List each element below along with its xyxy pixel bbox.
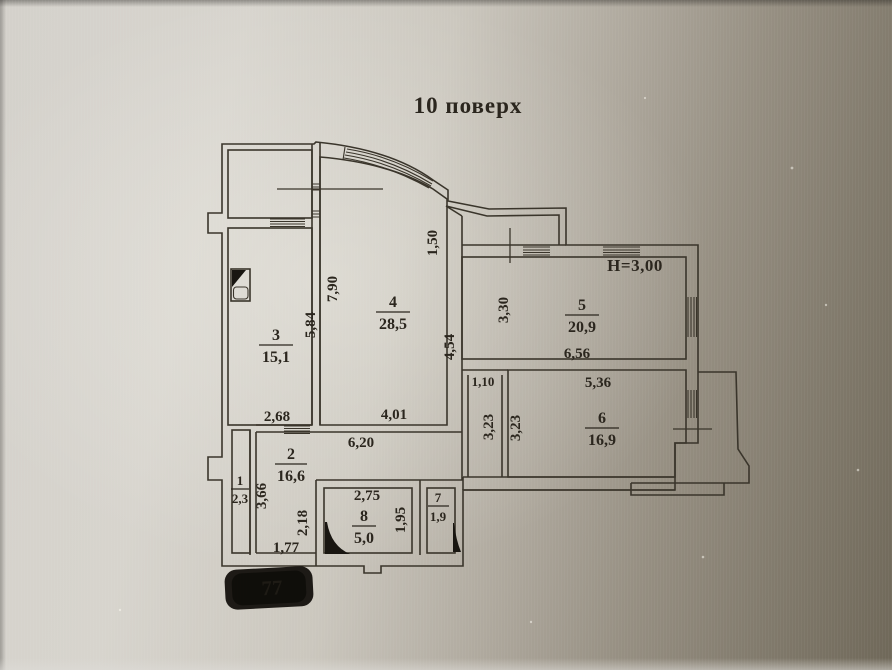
dim-5-36: 5,36	[585, 375, 612, 391]
room-5-label: 5 20,9	[565, 297, 599, 336]
interior-walls	[227, 143, 687, 566]
dim-3-30: 3,30	[496, 297, 512, 323]
dim-1-95: 1,95	[393, 507, 409, 533]
dim-7-90: 7,90	[325, 276, 341, 302]
svg-text:5,0: 5,0	[354, 530, 374, 547]
axis-marks	[277, 188, 712, 430]
dim-6-20: 6,20	[348, 435, 374, 451]
svg-text:20,9: 20,9	[568, 319, 596, 336]
svg-text:4: 4	[389, 294, 397, 311]
dim-4-54: 4,54	[442, 333, 458, 360]
balcony-outline	[630, 371, 750, 496]
outer-walls	[207, 141, 699, 574]
room-1-label: 1 2,3	[231, 473, 249, 506]
dim-3-23-right: 3,23	[508, 415, 524, 441]
svg-text:3: 3	[272, 327, 280, 344]
dim-1-50: 1,50	[425, 230, 441, 256]
dim-4-01: 4,01	[381, 407, 407, 423]
room-2-label: 2 16,6	[275, 446, 307, 485]
room-labels: 1 2,3 2 16,6 3 15,1 4 28,5 5 20,9 6 16,9	[231, 294, 619, 547]
dim-1-77: 1,77	[273, 540, 300, 556]
vent-shaft	[230, 268, 251, 302]
svg-text:7: 7	[435, 490, 442, 505]
room-7-label: 7 1,9	[428, 490, 449, 524]
svg-text:16,9: 16,9	[588, 432, 616, 449]
svg-text:2: 2	[287, 446, 295, 463]
dimension-labels: 1,50 7,90 5,84 2,68 4,01 6,20 4,54 3,30 …	[254, 230, 663, 556]
svg-text:8: 8	[360, 508, 368, 525]
door-swings	[325, 522, 461, 554]
floor-title: 10 поверх	[414, 93, 523, 118]
room-4-label: 4 28,5	[376, 294, 410, 333]
dim-2-75: 2,75	[354, 488, 380, 504]
svg-text:6: 6	[598, 410, 606, 427]
dim-6-56: 6,56	[564, 346, 591, 362]
dim-1-10: 1,10	[472, 374, 495, 389]
svg-text:28,5: 28,5	[379, 316, 407, 333]
room-8-label: 8 5,0	[352, 508, 376, 547]
ceiling-height-note: H=3,00	[607, 256, 663, 275]
dust-specks	[118, 96, 860, 624]
dim-3-23-left: 3,23	[481, 414, 497, 440]
svg-text:15,1: 15,1	[262, 349, 290, 366]
svg-text:2,3: 2,3	[232, 491, 249, 506]
windows	[270, 146, 698, 435]
redaction-blob: 77	[224, 566, 314, 610]
redacted-digits: 77	[261, 575, 283, 600]
dim-3-66: 3,66	[254, 482, 270, 509]
svg-text:5: 5	[578, 297, 586, 314]
svg-text:1: 1	[237, 473, 244, 488]
dim-2-18: 2,18	[295, 510, 311, 536]
svg-text:16,6: 16,6	[277, 468, 305, 485]
room-3-label: 3 15,1	[259, 327, 293, 366]
dim-5-84: 5,84	[303, 311, 319, 338]
dim-2-68: 2,68	[264, 409, 290, 425]
svg-text:1,9: 1,9	[430, 509, 447, 524]
room-6-label: 6 16,9	[585, 410, 619, 449]
